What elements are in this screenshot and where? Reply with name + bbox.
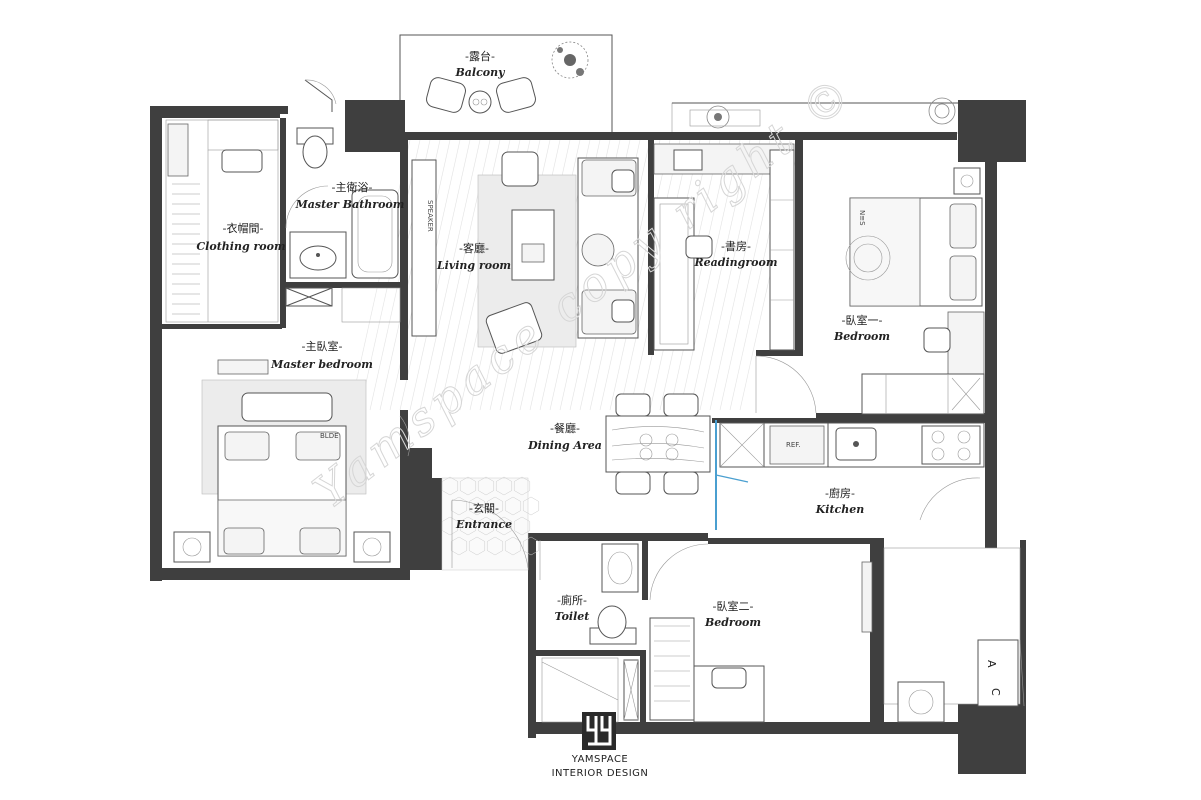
bedroom-one: N≡S [845, 167, 985, 415]
living-room: SPEAKER [411, 151, 639, 354]
master-bedroom: BLDE [173, 359, 391, 563]
armchair-icon [485, 302, 543, 354]
plant-icon [706, 105, 730, 129]
floor-line [419, 139, 481, 411]
bedroom-one-label-en: Bedroom [833, 330, 890, 343]
reading-room-label-zh: -書房- [721, 239, 751, 253]
hex-tile [513, 476, 531, 496]
brand-line2: INTERIOR DESIGN [552, 768, 649, 779]
master-bathroom-label-en: Master Bathroom [295, 198, 405, 211]
floor-line [699, 139, 761, 411]
floor-line [409, 139, 471, 411]
balcony-area [399, 34, 961, 136]
hex-tile [495, 476, 513, 496]
hex-tile [441, 516, 459, 536]
fridge-label: REF. [786, 441, 800, 449]
balcony-label-en: Balcony [454, 66, 506, 79]
hex-tile [468, 536, 486, 556]
bed-tag: N≡S [858, 210, 866, 226]
plant-icon [928, 97, 956, 125]
master-bedroom-label-en: Master bedroom [270, 358, 373, 371]
bathtub-icon [351, 189, 399, 279]
entrance [399, 415, 540, 571]
floor-line [689, 139, 751, 411]
hex-tile [459, 476, 477, 496]
master-bathroom-label-zh: -主衛浴- [332, 181, 373, 194]
master-bedroom-label-zh: -主臥室- [302, 339, 343, 353]
kitchen-label-zh: -廚房- [825, 486, 855, 500]
kitchen: REF. [719, 422, 985, 521]
yamspace-logo [582, 712, 616, 750]
cushion-icon [673, 149, 703, 171]
floor-line [669, 139, 731, 411]
room-labels: -露台- Balcony -主衛浴- Master Bathroom -衣帽間-… [196, 49, 890, 629]
fridge-icon [769, 425, 825, 465]
brand-block: YAMSPACE INTERIOR DESIGN [552, 712, 649, 779]
hex-tile [441, 476, 459, 496]
bedroom-one-label-zh: -臥室一- [842, 313, 883, 327]
ac-label-c: C [989, 688, 1002, 696]
bed-brand-tag: BLDE [320, 432, 339, 440]
hex-tile [513, 516, 531, 536]
reading-room-label-en: Readingroom [694, 256, 778, 269]
hex-tile [504, 536, 522, 556]
ac-label-a: A [985, 660, 998, 668]
hex-tile [477, 476, 495, 496]
living-room-label-en: Living room [436, 259, 511, 272]
hex-tile [495, 516, 513, 536]
bedroom-two-label-en: Bedroom [704, 616, 761, 629]
clothing-room-label-zh: -衣帽間- [223, 221, 264, 235]
bedroom-two-label-zh: -臥室二- [713, 599, 754, 613]
hex-tile [486, 536, 504, 556]
clothing-room [165, 119, 279, 323]
hex-tile [450, 536, 468, 556]
entrance-label-zh: -玄關- [469, 501, 499, 515]
dining-area-label-en: Dining Area [527, 439, 602, 452]
hex-tile [477, 516, 495, 536]
stove-icon [921, 425, 981, 465]
hex-tile [486, 496, 504, 516]
reading-room [653, 143, 817, 414]
brand-line1: YAMSPACE [571, 754, 629, 765]
kitchen-label-en: Kitchen [815, 503, 865, 516]
toilet-room [539, 540, 639, 723]
master-bathroom [285, 79, 401, 323]
floor-line [709, 139, 771, 411]
clothing-room-label-en: Clothing room [196, 240, 285, 253]
floor-line [609, 139, 671, 411]
entrance-label-en: Entrance [455, 518, 512, 531]
svg-text:SPEAKER: SPEAKER [426, 200, 434, 232]
hex-tile [522, 536, 540, 556]
plant-icon [551, 41, 589, 79]
toilet-icon [597, 605, 627, 639]
bedroom-two [649, 543, 873, 723]
utility-area: A C [883, 547, 1025, 723]
toilet-icon [302, 135, 328, 169]
hex-tile [522, 496, 540, 516]
dining-area-label-zh: -餐廳- [550, 421, 580, 435]
desk-icon [653, 197, 695, 351]
washing-machine-icon [897, 681, 945, 723]
toilet-label-en: Toilet [555, 610, 590, 623]
dining-area [605, 393, 749, 530]
dining-table-icon [605, 415, 711, 473]
hex-tile [459, 516, 477, 536]
hex-tile [504, 496, 522, 516]
walls [150, 100, 1026, 774]
toilet-label-zh: -廁所- [557, 593, 587, 607]
armchair-icon [501, 151, 539, 187]
ac-unit-icon [977, 639, 1019, 707]
balcony-label-zh: -露台- [465, 49, 495, 63]
floor-line [679, 139, 741, 411]
living-room-label-zh: -客廳- [459, 241, 489, 255]
hex-tile [468, 496, 486, 516]
